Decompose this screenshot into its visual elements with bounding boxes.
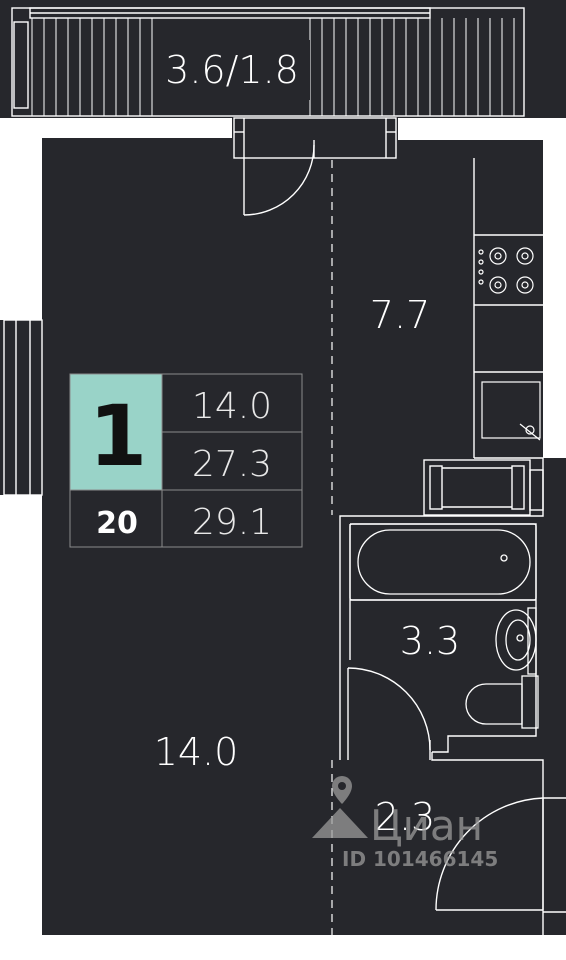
kitchen-counter bbox=[473, 158, 543, 459]
total-area-value: 29.1 bbox=[192, 502, 272, 543]
fridge-icon bbox=[423, 459, 544, 516]
washbasin-icon bbox=[495, 607, 537, 675]
bathroom-door bbox=[347, 667, 431, 760]
area-without-balcony-value: 27.3 bbox=[192, 444, 272, 485]
kitchen-area-label: 7.7 bbox=[370, 293, 430, 337]
living-area-label: 14.0 bbox=[154, 730, 239, 774]
floor-number: 20 bbox=[96, 506, 138, 541]
hallway-area-label: 2.3 bbox=[375, 795, 435, 839]
watermark-id: ID 101466145 bbox=[342, 847, 498, 871]
balcony-label: 3.6/1.8 bbox=[165, 48, 299, 92]
balcony-door bbox=[233, 117, 397, 216]
rooms-count-cell bbox=[70, 374, 162, 490]
info-table bbox=[69, 373, 303, 548]
bathtub-icon bbox=[349, 523, 537, 601]
living-area-value: 14.0 bbox=[192, 386, 272, 427]
rooms-count: 1 bbox=[89, 387, 147, 485]
balcony-slats bbox=[31, 18, 515, 116]
left-window bbox=[3, 319, 43, 496]
entrance-door bbox=[435, 797, 544, 911]
toilet-icon bbox=[465, 675, 539, 729]
stove-icon bbox=[478, 247, 534, 294]
bathroom-area-label: 3.3 bbox=[400, 619, 460, 663]
watermark-brand: Циан bbox=[370, 801, 483, 850]
location-pin-icon bbox=[312, 776, 368, 838]
cian-watermark: Циан ID 101466145 bbox=[312, 776, 498, 871]
balcony bbox=[11, 7, 525, 117]
kitchen-sink-icon bbox=[481, 381, 541, 441]
